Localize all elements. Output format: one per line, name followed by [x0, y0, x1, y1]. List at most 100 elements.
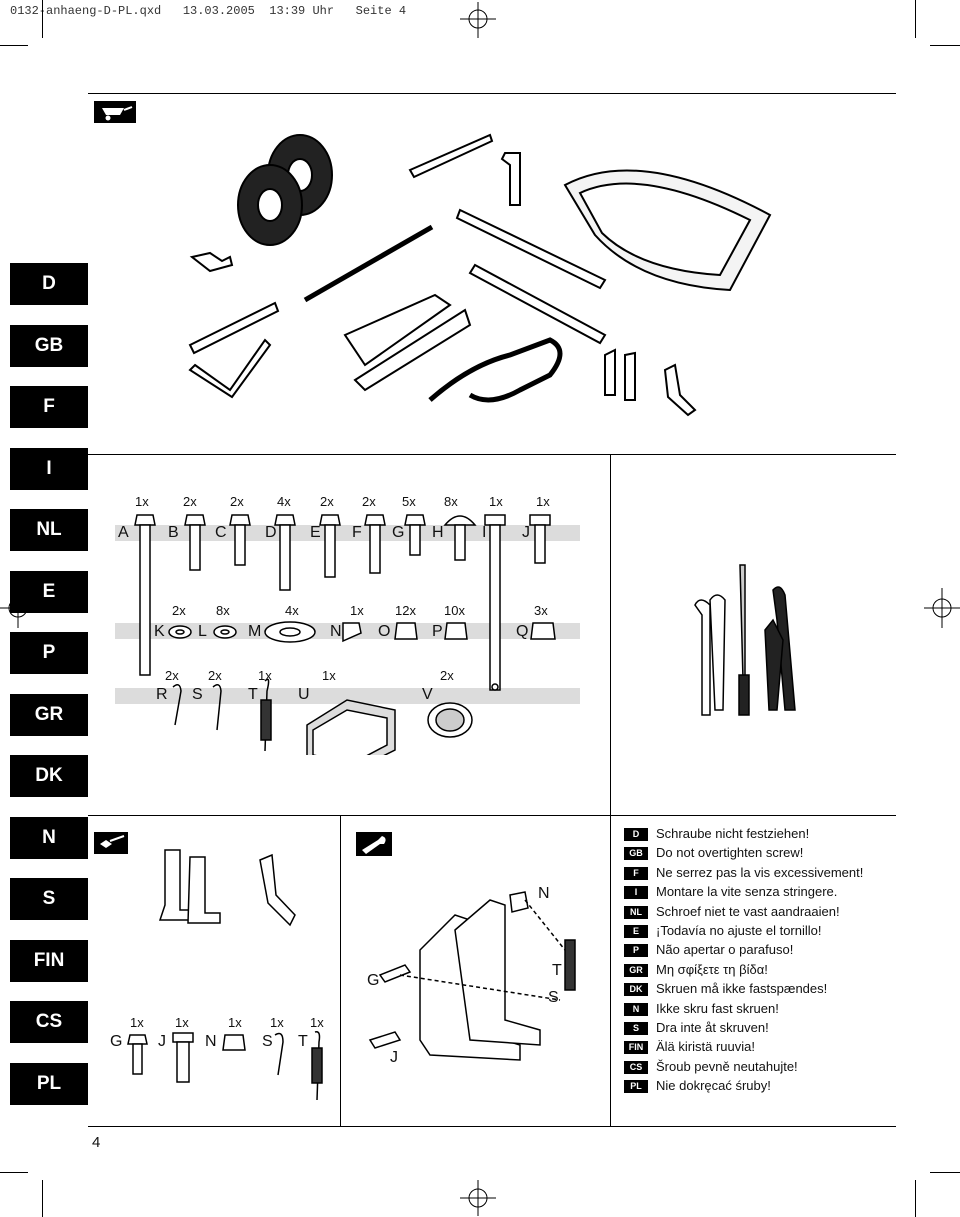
- language-tag: GR: [624, 963, 648, 977]
- wheelbarrow-icon: [94, 101, 136, 123]
- note-text: Ikke skru fast skruen!: [656, 1000, 779, 1016]
- note-text: Skruen må ikke fastspændes!: [656, 981, 828, 997]
- assembly-illustration: [368, 891, 576, 1061]
- bottom-rule: [88, 1126, 896, 1127]
- note-text: Não apertar o parafuso!: [656, 942, 794, 958]
- tools-illustration: [694, 564, 796, 716]
- language-tab-i: I: [10, 447, 88, 490]
- note-text: Dra inte åt skruven!: [656, 1020, 769, 1035]
- assembly-label: N: [538, 885, 550, 902]
- assembly-label: T: [552, 962, 562, 979]
- part-quantity: 1x: [536, 494, 550, 509]
- language-tab-fin: FIN: [10, 939, 88, 982]
- note-row: PL Nie dokręcać śruby!: [624, 1078, 771, 1094]
- part-quantity: 2x: [172, 603, 186, 618]
- part-letter: P: [432, 623, 443, 640]
- part-quantity: 1x: [489, 494, 503, 509]
- part-quantity: 2x: [440, 668, 454, 683]
- language-tab-e: E: [10, 570, 88, 613]
- crop-mark: [42, 0, 43, 38]
- part-quantity: 4x: [277, 494, 291, 509]
- section-divider: [88, 454, 896, 455]
- section-divider: [340, 816, 341, 1126]
- part-letter: Q: [516, 623, 529, 640]
- part-letter: U: [298, 686, 310, 703]
- language-tag: DK: [624, 983, 648, 997]
- part-quantity: 1x: [175, 1015, 189, 1030]
- part-quantity: 8x: [216, 603, 230, 618]
- part-quantity: 4x: [285, 603, 299, 618]
- note-row: GR Μη σφίξετε τη βίδα!: [624, 962, 768, 977]
- part-letter: A: [118, 524, 129, 541]
- part-letter: J: [158, 1033, 166, 1050]
- note-text: Do not overtighten screw!: [656, 845, 804, 861]
- part-letter: V: [422, 686, 433, 703]
- part-quantity: 2x: [208, 668, 222, 683]
- part-letter: S: [192, 686, 203, 703]
- language-tag: P: [624, 944, 648, 958]
- part-quantity: 5x: [402, 494, 416, 509]
- language-tab-p: P: [10, 632, 88, 674]
- language-tab-cs: CS: [10, 1001, 88, 1043]
- crop-mark: [0, 45, 28, 46]
- step-hardware-illustration: [127, 1030, 323, 1101]
- part-quantity: 1x: [350, 603, 364, 618]
- part-letter: B: [168, 524, 179, 541]
- language-tab-gr: GR: [10, 693, 88, 736]
- part-quantity: 2x: [165, 668, 179, 683]
- note-text: Schraube nicht festziehen!: [656, 826, 810, 841]
- part-letter: S: [262, 1033, 273, 1050]
- part-quantity: 1x: [228, 1015, 242, 1030]
- crop-mark: [930, 1172, 960, 1173]
- section-divider: [610, 816, 611, 1126]
- top-rule: [88, 93, 896, 94]
- part-letter: N: [330, 623, 342, 640]
- part-quantity: 1x: [322, 668, 336, 683]
- part-letter: C: [215, 524, 227, 541]
- crop-mark: [42, 1180, 43, 1217]
- part-letter: J: [522, 524, 530, 541]
- registration-mark-icon: [460, 2, 496, 38]
- note-row: P Não apertar o parafuso!: [624, 942, 794, 958]
- part-letter: E: [310, 524, 321, 541]
- wrench-icon: [356, 832, 392, 856]
- part-letter: D: [265, 524, 277, 541]
- language-tab-f: F: [10, 386, 88, 428]
- part-letter: L: [198, 623, 207, 640]
- language-tag: E: [624, 925, 648, 939]
- crop-mark: [915, 0, 916, 38]
- language-tab-pl: PL: [10, 1062, 88, 1105]
- note-text: Μη σφίξετε τη βίδα!: [656, 961, 768, 977]
- bracket-parts-illustration: [158, 849, 296, 927]
- part-quantity: 2x: [362, 494, 376, 509]
- assembly-label: G: [367, 972, 380, 989]
- note-row: FIN Älä kiristä ruuvia!: [624, 1039, 755, 1055]
- crop-mark: [930, 45, 960, 46]
- part-letter: N: [205, 1033, 217, 1050]
- part-letter: G: [110, 1033, 123, 1050]
- note-text: Šroub pevně neutahujte!: [656, 1058, 798, 1074]
- note-row: S Dra inte åt skruven!: [624, 1020, 769, 1036]
- part-quantity: 12x: [395, 603, 416, 618]
- part-letter: O: [378, 623, 391, 640]
- language-tag: GB: [624, 847, 648, 861]
- language-tag: S: [624, 1022, 648, 1036]
- language-tag: N: [624, 1002, 648, 1016]
- note-text: Älä kiristä ruuvia!: [656, 1039, 755, 1055]
- language-tab-d: D: [10, 263, 88, 305]
- part-quantity: 1x: [270, 1015, 284, 1030]
- language-tag: NL: [624, 905, 648, 919]
- registration-mark-icon: [460, 1180, 496, 1216]
- note-row: DK Skruen må ikke fastspændes!: [624, 981, 828, 997]
- part-letter: F: [352, 524, 362, 541]
- note-text: Nie dokręcać śruby!: [656, 1078, 771, 1094]
- note-row: GB Do not overtighten screw!: [624, 845, 804, 861]
- part-letter: H: [432, 524, 444, 541]
- language-tag: FIN: [624, 1041, 648, 1055]
- language-tab-nl: NL: [10, 509, 88, 551]
- assembly-label: S: [548, 989, 559, 1006]
- language-tag: PL: [624, 1080, 648, 1094]
